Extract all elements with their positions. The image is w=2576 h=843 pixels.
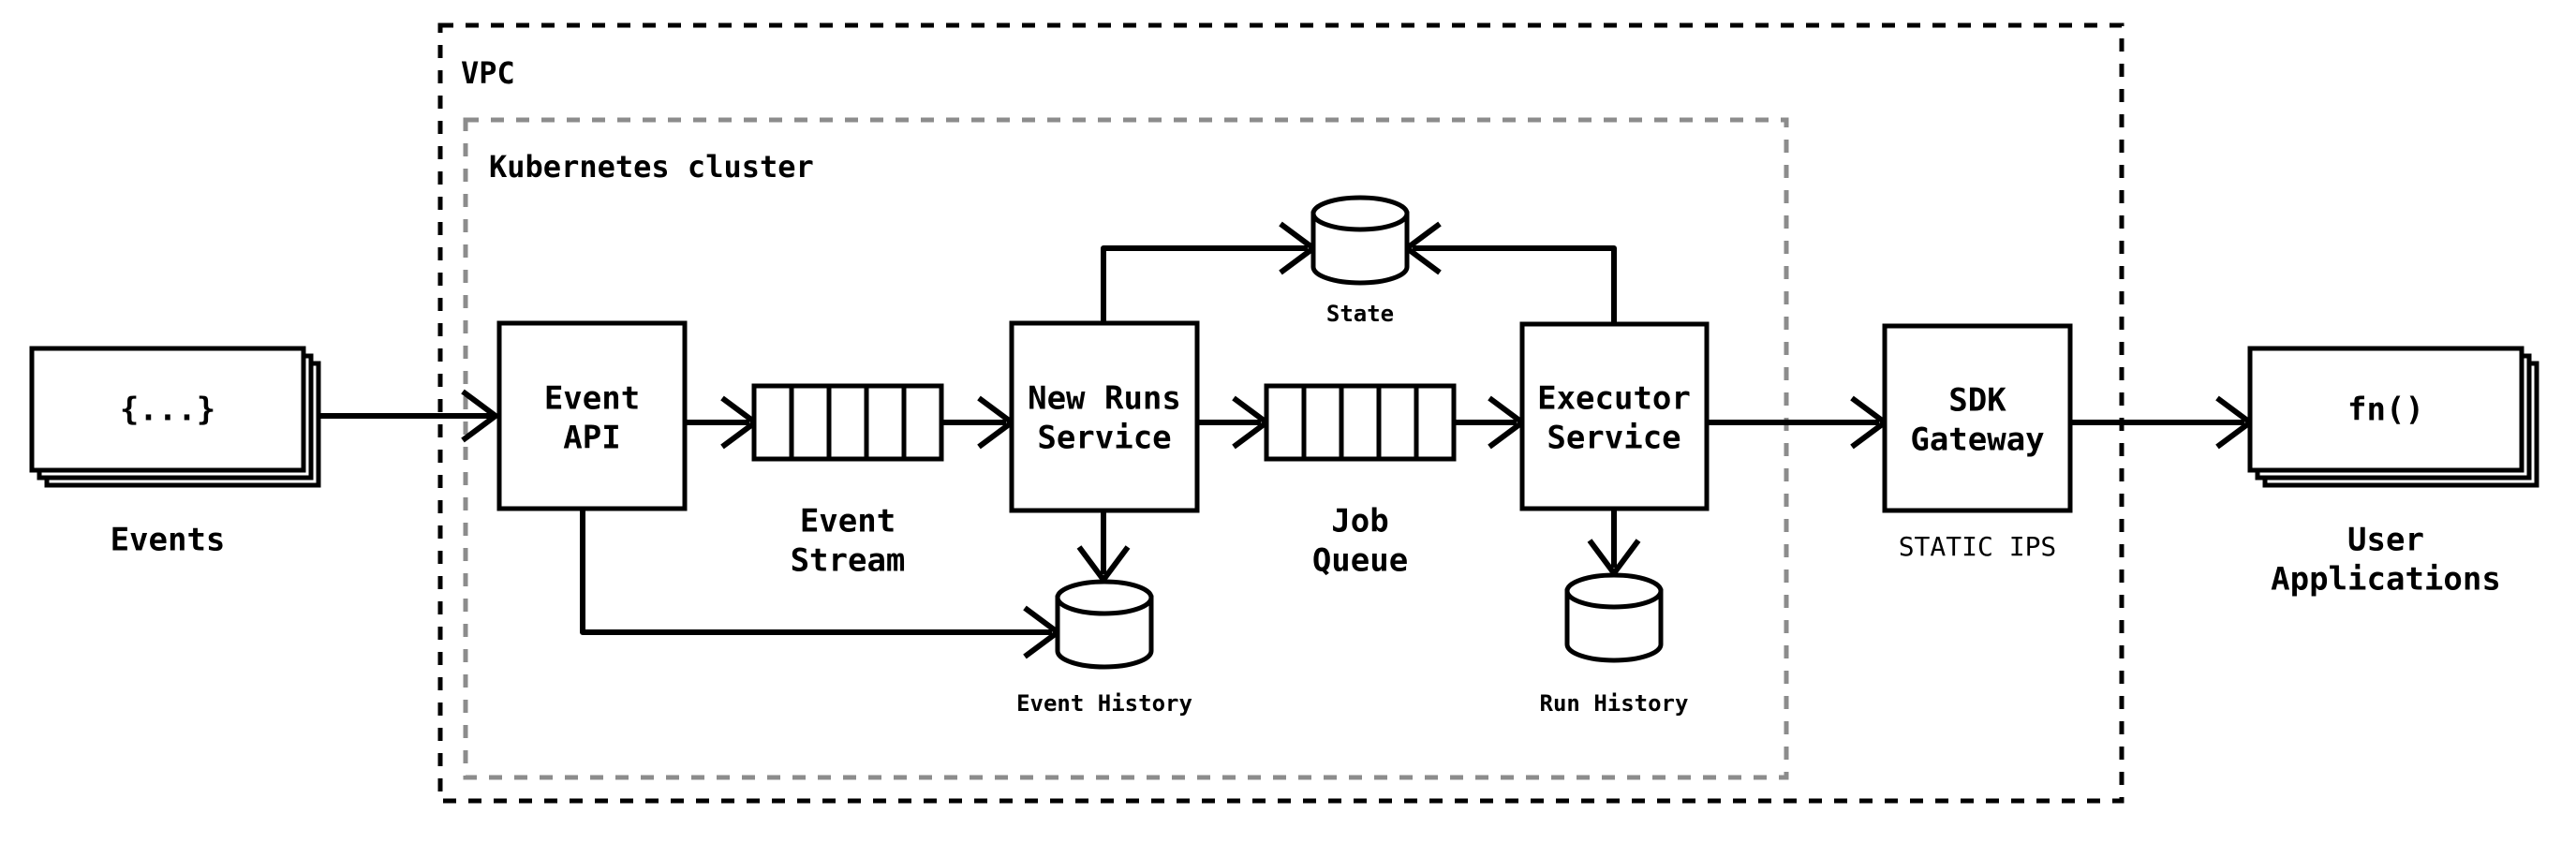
node-events[interactable]: {...} (29, 346, 321, 488)
edge-executor-to-sdk-gateway (1707, 395, 1890, 450)
edge-sdk-gateway-to-user-apps (2070, 395, 2256, 450)
edge-new-runs-to-state (1101, 221, 1319, 323)
event-history-label: Event History (1016, 690, 1192, 717)
edge-event-stream-to-new-runs (941, 395, 1017, 450)
node-event-history[interactable] (1055, 579, 1154, 670)
node-run-history[interactable] (1564, 572, 1664, 663)
edge-new-runs-to-event-history (1076, 510, 1131, 585)
zone-kubernetes-label: Kubernetes cluster (489, 149, 814, 185)
node-job-queue[interactable] (1264, 383, 1457, 462)
zone-vpc (437, 22, 2124, 804)
run-history-label: Run History (1540, 690, 1689, 717)
edge-event-api-to-event-stream (685, 395, 761, 450)
sdk-gateway-label-line2: Gateway (1910, 422, 2044, 459)
job-queue-label-line2: Queue (1312, 542, 1408, 580)
node-event-api[interactable]: Event API (496, 320, 688, 511)
node-executor-service[interactable]: Executor Service (1519, 321, 1710, 511)
edge-new-runs-to-job-queue (1197, 395, 1272, 450)
node-state[interactable] (1310, 195, 1410, 286)
user-apps-label-line2: Applications (2271, 561, 2501, 599)
event-api-label-line1: Event (544, 380, 640, 418)
sdk-gateway-label-line1: SDK (1948, 382, 2006, 420)
sdk-gateway-sublabel: STATIC IPS (1899, 531, 2057, 562)
job-queue-label-line1: Job (1331, 503, 1388, 540)
events-label: Events (111, 522, 226, 559)
event-stream-label-line1: Event (800, 503, 896, 540)
new-runs-label-line2: Service (1037, 420, 1171, 457)
executor-label-line1: Executor (1537, 380, 1691, 418)
events-inner-text: {...} (120, 392, 215, 429)
node-event-stream[interactable] (751, 383, 944, 462)
user-apps-label-line1: User (2347, 522, 2424, 559)
event-api-label-line2: API (563, 420, 620, 457)
node-user-applications[interactable]: fn() (2247, 346, 2539, 488)
node-sdk-gateway[interactable]: SDK Gateway (1882, 323, 2073, 513)
node-new-runs-service[interactable]: New Runs Service (1009, 320, 1200, 513)
event-stream-label-line2: Stream (791, 542, 906, 580)
executor-label-line2: Service (1547, 420, 1680, 457)
zone-vpc-label: VPC (461, 55, 515, 91)
state-label: State (1326, 301, 1394, 327)
edge-executor-to-state (1401, 221, 1617, 324)
edge-executor-to-run-history (1587, 509, 1641, 579)
edge-job-queue-to-executor (1454, 395, 1528, 450)
new-runs-label-line1: New Runs (1028, 380, 1181, 418)
edge-events-to-event-api (317, 389, 501, 443)
user-apps-inner-text: fn() (2347, 392, 2424, 429)
zone-kubernetes (463, 117, 1789, 780)
